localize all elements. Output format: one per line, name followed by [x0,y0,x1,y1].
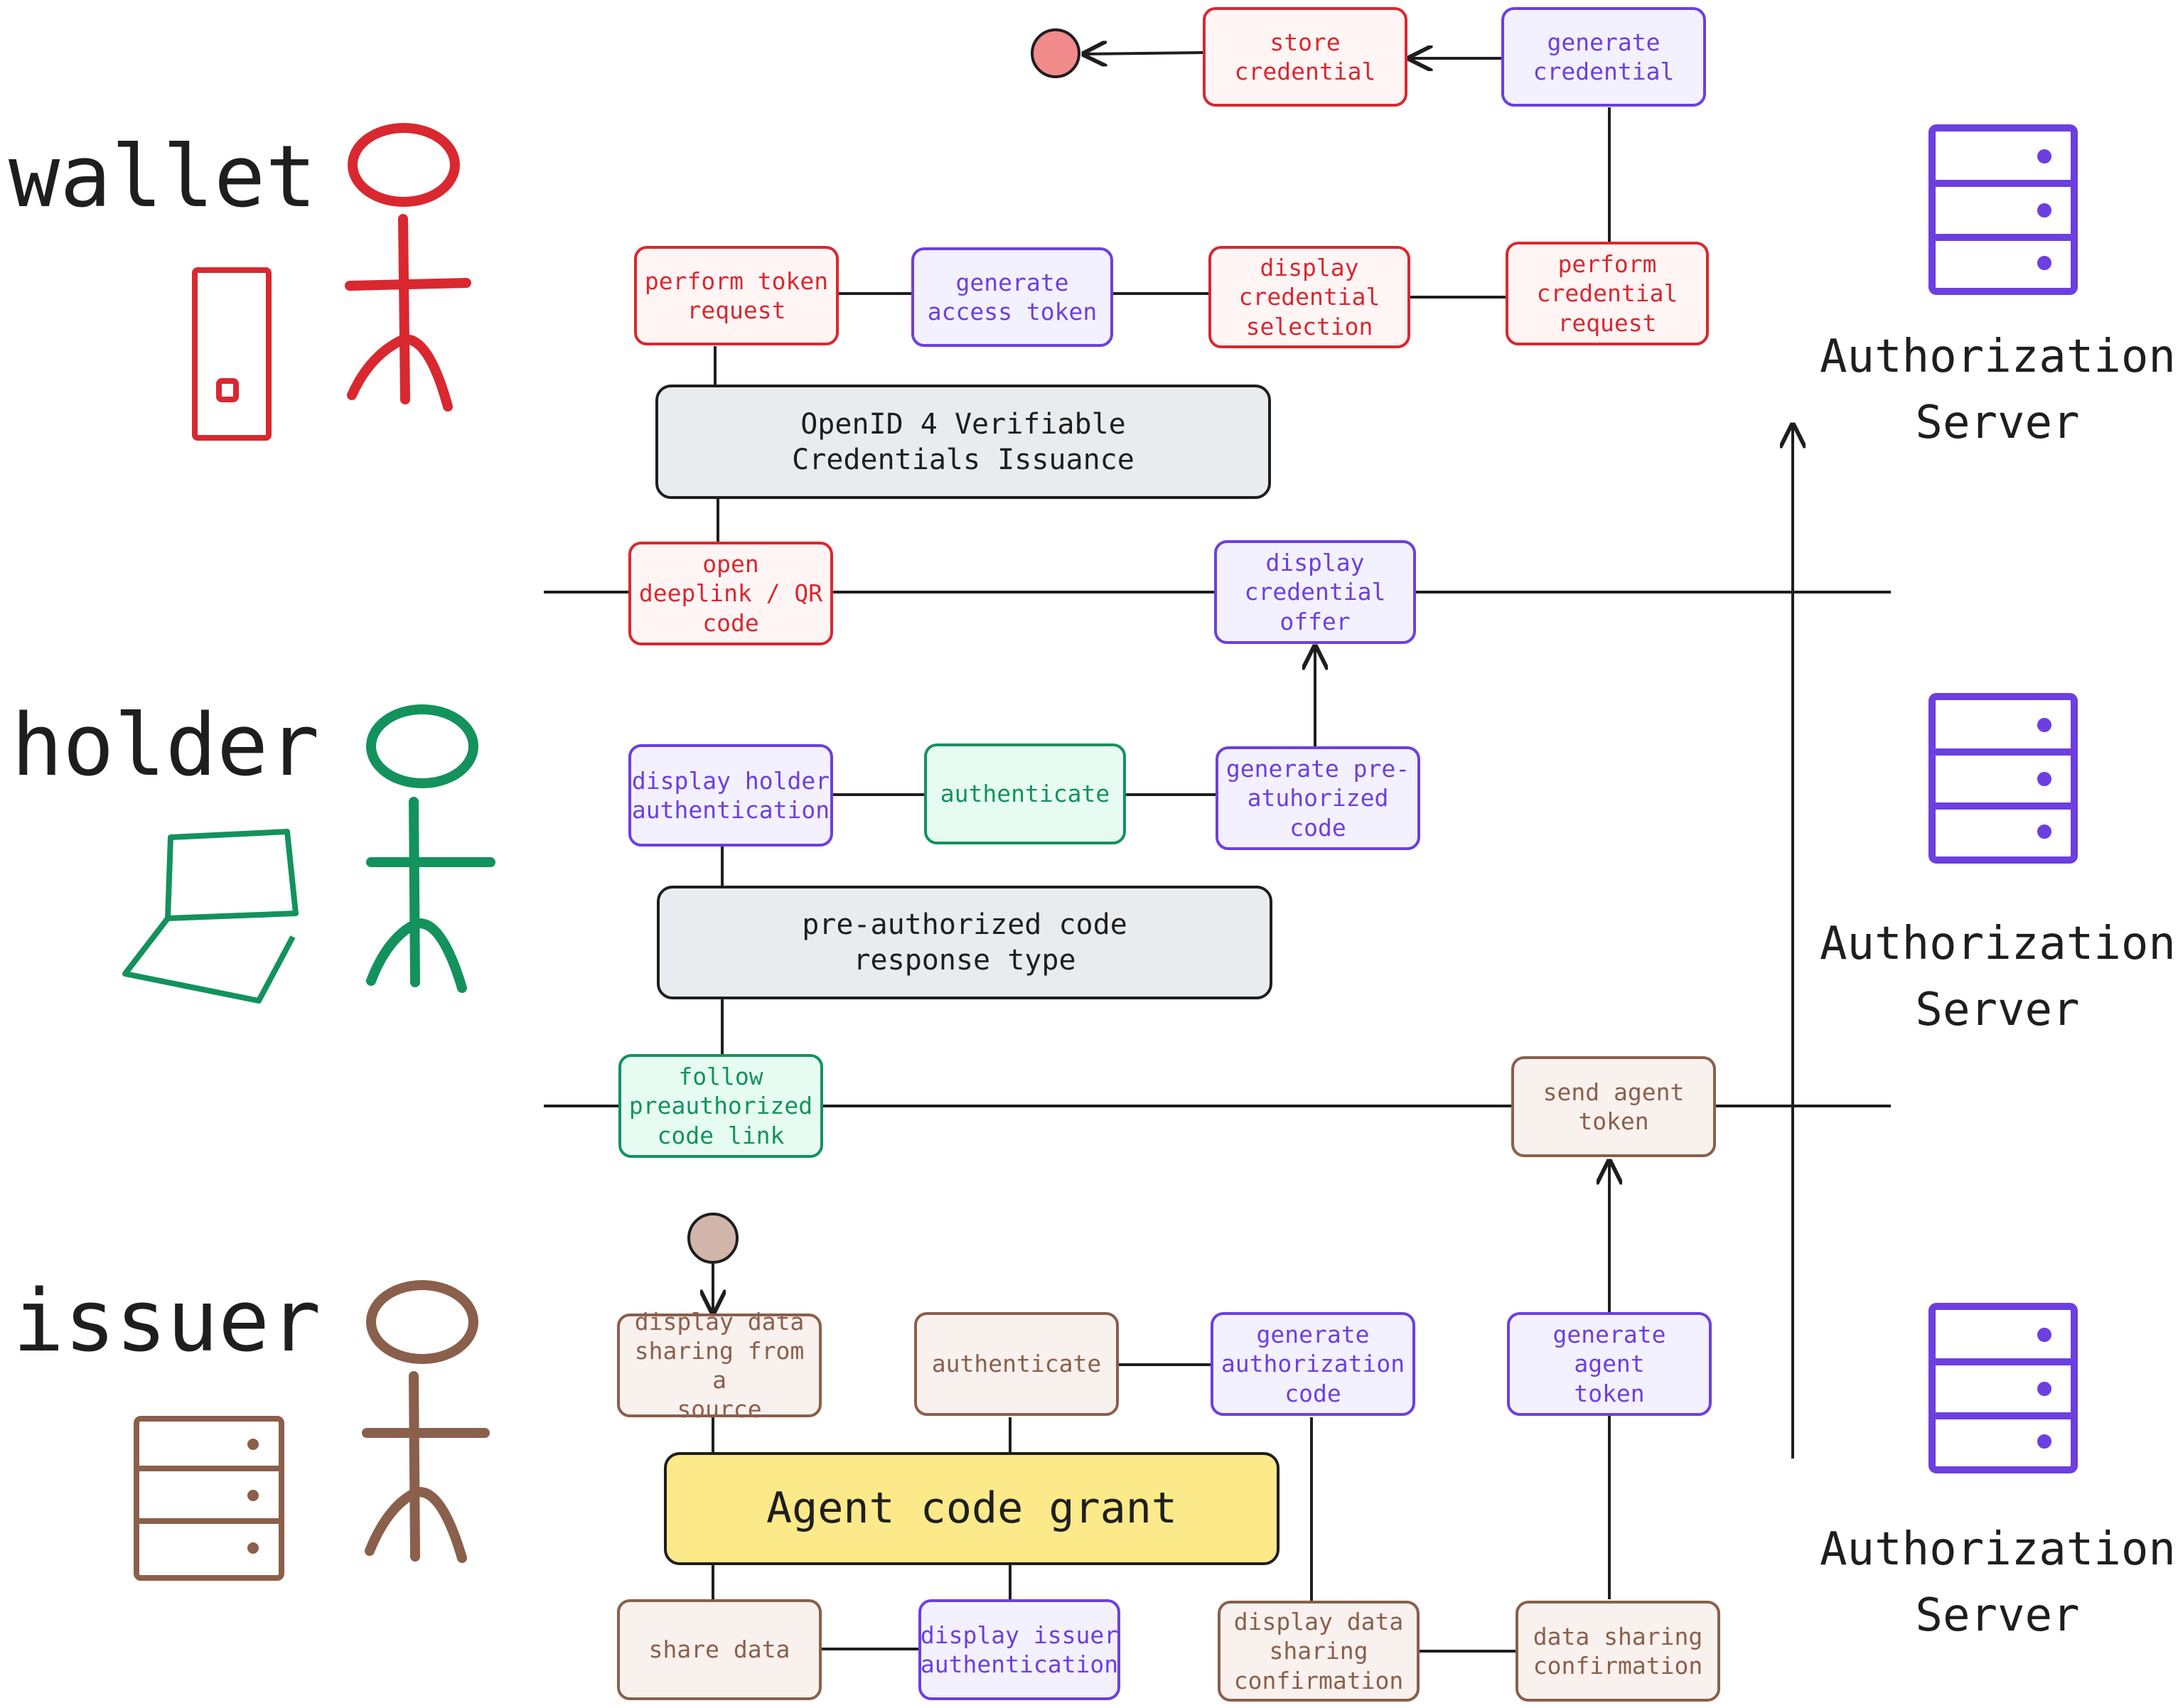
issuer-stick-figure [362,1280,490,1563]
generate-authorization-code-node[interactable]: generate authorization code [1211,1312,1415,1416]
server-icon-holder-lane [1928,693,2078,864]
authorization-server-label-2: Authorization Server [1820,918,2176,1036]
open-deeplink-node[interactable]: open deeplink / QR code [628,542,833,645]
wallet-label: wallet [9,128,317,227]
data-sharing-confirmation-node[interactable]: data sharing confirmation [1516,1601,1720,1702]
authenticate-holder-node[interactable]: authenticate [924,743,1126,844]
display-issuer-authentication-node[interactable]: display issuer authentication [918,1599,1120,1700]
issuer-server-icon [134,1416,284,1581]
wallet-stick-figure [345,123,471,412]
follow-preauthorized-link-node[interactable]: follow preauthorized code link [618,1054,823,1158]
server-icon-issuer-lane [1928,1303,2078,1473]
display-data-sharing-source-node[interactable]: display data sharing from a source [617,1308,822,1423]
display-credential-selection-node[interactable]: display credential selection [1208,246,1410,348]
perform-credential-request-node[interactable]: perform credential request [1506,242,1709,345]
display-data-sharing-confirmation-node[interactable]: display data sharing confirmation [1218,1601,1420,1702]
display-credential-offer-node[interactable]: display credential offer [1214,540,1416,644]
agent-code-grant-node[interactable]: Agent code grant [664,1452,1280,1565]
display-holder-authentication-node[interactable]: display holder authentication [628,744,833,847]
start-node [687,1213,739,1264]
perform-token-request-node[interactable]: perform token request [634,246,839,345]
generate-agent-token-node[interactable]: generate agent token [1507,1312,1712,1416]
authorization-server-label-1: Authorization Server [1820,331,2176,449]
phone-icon [192,267,272,441]
edge-store-to-end [1084,53,1203,54]
generate-credential-node[interactable]: generate credential [1501,7,1706,107]
store-credential-node[interactable]: store credential [1203,7,1407,107]
end-node [1031,28,1080,78]
send-agent-token-node[interactable]: send agent token [1511,1056,1716,1157]
generate-preauthorized-code-node[interactable]: generate pre- atuhorized code [1216,746,1420,850]
laptop-icon [122,829,299,1004]
generate-access-token-node[interactable]: generate access token [911,247,1113,347]
holder-stick-figure [366,704,495,993]
openid4vci-node[interactable]: OpenID 4 Verifiable Credentials Issuance [655,385,1271,499]
server-icon-wallet-lane [1928,124,2078,295]
preauthorized-response-type-node[interactable]: pre-authorized code response type [657,886,1272,999]
authenticate-issuer-node[interactable]: authenticate [914,1312,1119,1416]
holder-label: holder [11,697,320,795]
share-data-node[interactable]: share data [617,1599,822,1700]
authorization-server-label-3: Authorization Server [1820,1523,2176,1642]
issuer-label: issuer [13,1272,321,1371]
